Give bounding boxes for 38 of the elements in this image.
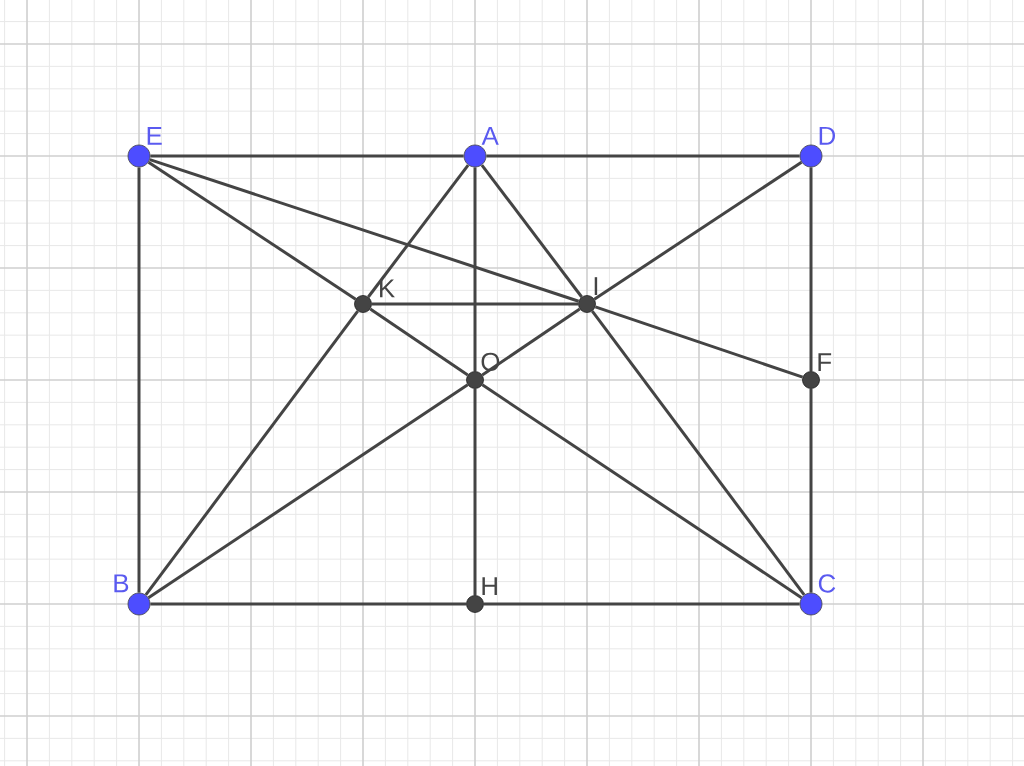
node-label: F xyxy=(818,353,832,372)
line-segment xyxy=(591,310,806,596)
point: H xyxy=(466,577,497,613)
line-segment xyxy=(473,167,477,372)
node-label: E xyxy=(147,126,162,145)
point: E xyxy=(127,126,162,168)
line-segment xyxy=(369,307,469,377)
point: A xyxy=(463,126,499,168)
node-label: A xyxy=(481,126,499,145)
line-segment xyxy=(150,602,467,606)
line-segment xyxy=(483,602,800,606)
line-segment xyxy=(809,167,813,372)
node-label: I xyxy=(594,277,598,296)
line-segment xyxy=(147,383,469,599)
line-segment xyxy=(594,305,804,379)
line-segment xyxy=(481,307,581,377)
node-label: H xyxy=(482,577,497,596)
line-segment xyxy=(480,164,583,298)
line-segment xyxy=(149,158,580,303)
point: F xyxy=(802,353,832,389)
point: C xyxy=(799,574,836,616)
line-segment xyxy=(809,388,813,593)
node-label: C xyxy=(818,574,836,593)
point: B xyxy=(114,574,151,616)
line-segment xyxy=(147,161,357,301)
line-segment xyxy=(371,302,579,306)
line-segment xyxy=(486,154,800,158)
node-label: D xyxy=(819,126,836,145)
line-segment xyxy=(473,388,477,596)
point: D xyxy=(799,126,835,168)
line-segment xyxy=(481,383,803,599)
node-label: B xyxy=(114,574,129,593)
line-segment xyxy=(137,167,141,593)
point: I xyxy=(578,277,598,313)
line-segment xyxy=(367,164,470,298)
line-segment xyxy=(593,161,803,301)
line-segment xyxy=(150,154,464,158)
line-segment xyxy=(144,310,359,596)
